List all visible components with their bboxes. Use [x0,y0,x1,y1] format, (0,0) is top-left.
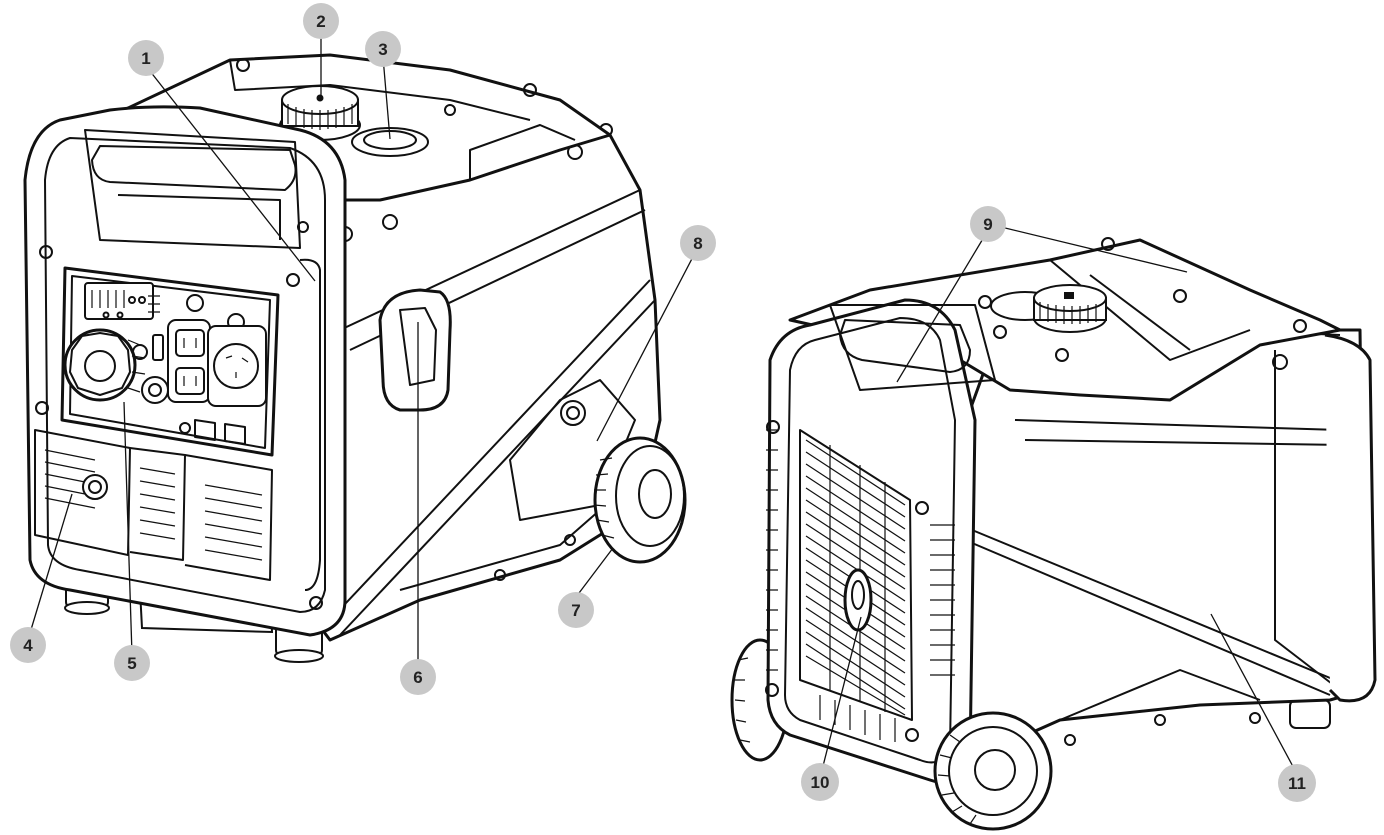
leader-8 [596,250,697,442]
rear-grip [843,568,873,632]
svg-text:5: 5 [127,654,136,673]
wheel-rear-right [933,711,1053,831]
svg-text:1: 1 [141,49,150,68]
leader-9a [896,231,988,383]
callout-1: 1 [128,40,164,76]
svg-text:8: 8 [693,234,702,253]
callout-4: 4 [10,627,46,663]
svg-text:9: 9 [983,215,992,234]
callout-7: 7 [558,592,594,628]
svg-text:10: 10 [811,773,830,792]
leader-10 [821,616,862,771]
generator-front-view [23,53,687,663]
svg-text:6: 6 [413,668,422,687]
leader-3 [382,56,391,140]
wheel-front [593,436,687,564]
leader-5 [123,401,133,656]
engine-switch-knob [63,328,146,402]
duplex-outlet [167,319,211,403]
leader-11 [1210,613,1298,775]
svg-text:3: 3 [378,40,387,59]
callout-9: 9 [970,206,1006,242]
svg-text:2: 2 [316,12,325,31]
leader-9b [1000,226,1188,273]
callout-6: 6 [400,659,436,695]
svg-text:4: 4 [23,636,33,655]
twistlock-outlet [207,325,267,407]
leader-4 [29,493,73,634]
svg-text:11: 11 [1288,774,1306,793]
fuel-vent-front [351,127,429,157]
callouts: 1 2 3 4 5 6 7 8 [10,3,1316,802]
generator-rear-view [730,237,1377,831]
callout-10: 10 [801,763,839,801]
leader-lines [29,29,1298,775]
svg-text:7: 7 [571,601,580,620]
leader-7 [575,547,614,598]
fuel-cap-front [279,85,361,141]
callout-3: 3 [365,31,401,67]
fuel-cap-rear [990,284,1107,333]
callout-8: 8 [680,225,716,261]
callout-11: 11 [1278,764,1316,802]
callout-2: 2 [303,3,339,39]
leader-1 [145,65,316,282]
callout-5: 5 [114,645,150,681]
